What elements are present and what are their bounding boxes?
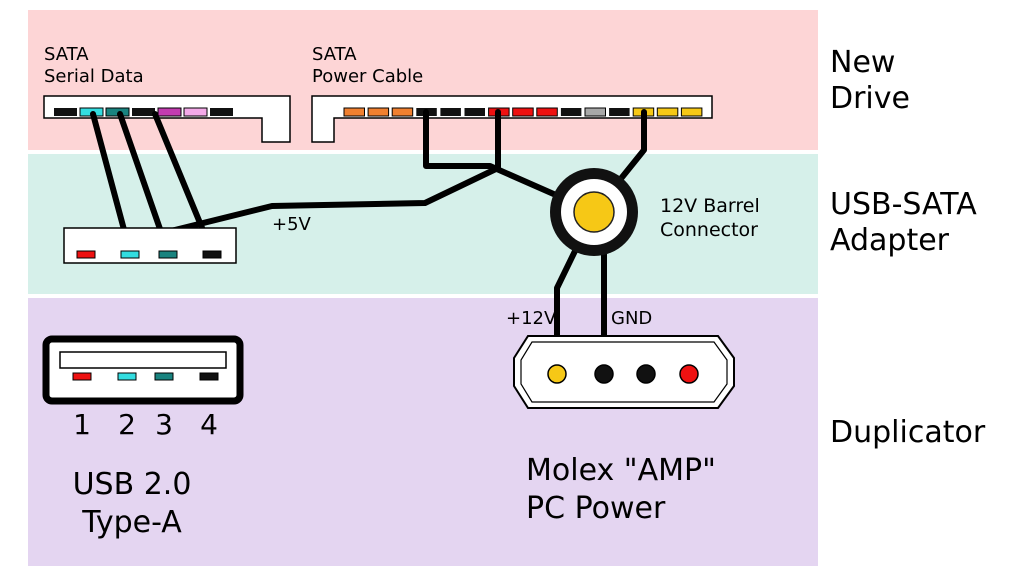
sata-power-pin-6 [464, 108, 485, 116]
usb-pin-number-2: 2 [118, 408, 136, 441]
molex-pin-2 [594, 364, 614, 384]
adapter-pin-2 [120, 250, 140, 259]
usb-pin-2 [117, 372, 137, 381]
usb-pins [72, 372, 219, 381]
molex-label: Molex "AMP"PC Power [526, 453, 716, 526]
sata-power-pin-3 [391, 107, 414, 117]
molex-pin-1 [547, 364, 567, 384]
sata-power-pin-5 [440, 108, 461, 116]
sata-power-pins [343, 107, 703, 117]
usb-pin-number-1: 1 [73, 408, 91, 441]
molex-pin-4 [679, 364, 699, 384]
usb-pin-4 [199, 372, 219, 381]
molex-connector-inner [520, 341, 728, 403]
adapter-pins [76, 250, 222, 259]
label-gnd: GND [611, 308, 652, 329]
sata-power-pin-9 [536, 107, 558, 117]
usb-connector-tongue [59, 351, 227, 369]
sata-power-pin-14 [656, 107, 679, 117]
sata-data-pin-3 [105, 107, 130, 117]
sata-data-pin-7 [210, 108, 233, 116]
sata-data-pins [54, 107, 233, 117]
sata-data-pin-5 [157, 107, 182, 117]
sata-power-pin-15 [680, 107, 703, 117]
sata-power-pin-11 [584, 107, 606, 117]
wire-5v [83, 109, 501, 255]
sata-power-pin-1 [343, 107, 365, 117]
usb-connector-outer [42, 335, 244, 405]
wire-power-gnd [423, 109, 593, 213]
label-5v: +5V [272, 214, 312, 235]
sata-power-pin-12 [609, 108, 630, 116]
usb-pin-number-3: 3 [155, 408, 173, 441]
adapter-pin-1 [76, 250, 96, 259]
sata-power-pin-10 [560, 108, 582, 116]
molex-pin-3 [636, 364, 656, 384]
molex-connector [513, 335, 735, 409]
usb-pin-1 [72, 372, 92, 381]
adapter-pin-block [63, 227, 237, 264]
sata-data-pin-4 [132, 108, 155, 116]
sata-power-pin-2 [367, 107, 390, 117]
sata-power-pin-8 [512, 107, 534, 117]
adapter-pin-3 [158, 250, 178, 259]
sata-data-pin-1 [54, 108, 77, 116]
molex-pins [547, 364, 699, 384]
adapter-pin-4 [202, 250, 222, 259]
usb-pin-3 [154, 372, 174, 381]
label-12v: +12V [506, 308, 557, 329]
barrel-connector [550, 168, 638, 256]
sata-data-pin-6 [183, 107, 208, 117]
usb-pin-number-4: 4 [200, 408, 218, 441]
barrel-center-pin [573, 191, 615, 233]
zone-label-duplicator: Duplicator [830, 415, 986, 450]
